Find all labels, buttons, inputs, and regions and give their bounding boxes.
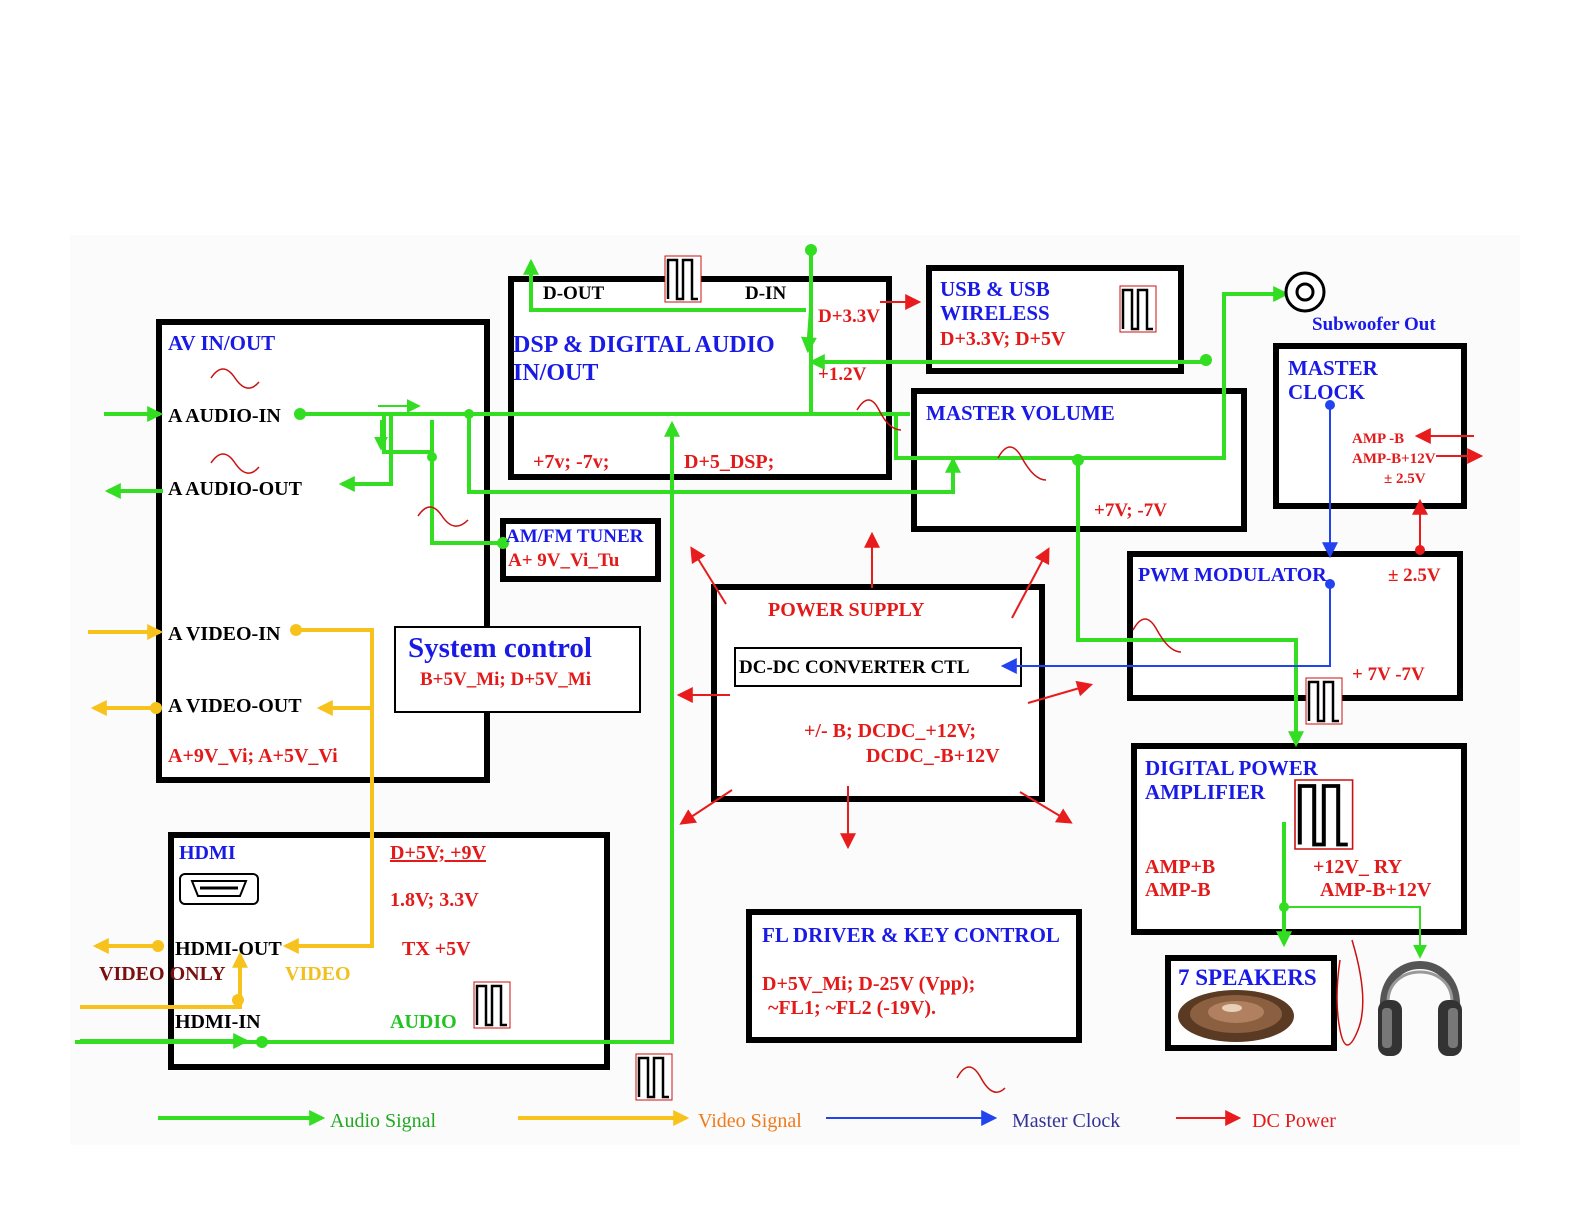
hdmi-power3: TX +5V	[402, 938, 471, 960]
square-wave-icon	[663, 254, 703, 304]
video-only-label: VIDEO ONLY	[99, 963, 226, 985]
dcdc-box	[734, 647, 1022, 687]
speakers-title: 7 SPEAKERS	[1178, 965, 1317, 990]
subwoofer-jack-icon	[1284, 271, 1326, 313]
square-wave-icon	[634, 1052, 674, 1102]
legend-clock: Master Clock	[1012, 1110, 1120, 1132]
clock-amp-b12: AMP-B+12V	[1352, 451, 1436, 467]
master-clock-block	[1273, 343, 1467, 509]
hdmi-in-label: HDMI-IN	[175, 1011, 261, 1033]
pwm-v25: ± 2.5V	[1388, 565, 1441, 586]
clock-amp-b: AMP -B	[1352, 431, 1404, 447]
d-out-label: D-OUT	[543, 283, 605, 304]
dpa-amp-b12: AMP-B+12V	[1320, 879, 1432, 901]
hdmi-port-icon	[179, 873, 259, 905]
sysctl-title: System control	[408, 632, 592, 664]
audio-label: AUDIO	[390, 1011, 457, 1033]
square-wave-icon	[1118, 284, 1158, 334]
system-control-block	[394, 626, 641, 713]
fl-driver-block	[746, 909, 1082, 1043]
legend: Audio Signal Video Signal Master Clock D…	[158, 1110, 1336, 1132]
video-in-label: A VIDEO-IN	[168, 623, 281, 645]
pwm-title: PWM MODULATOR	[1138, 564, 1327, 586]
audio-lines	[75, 244, 1427, 1049]
hdmi-title: HDMI	[179, 842, 236, 864]
hdmi-power2: 1.8V; 3.3V	[390, 889, 479, 911]
dcdc-label: DC-DC CONVERTER CTL	[739, 657, 970, 678]
legend-dc: DC Power	[1252, 1110, 1336, 1132]
psu-line1: +/- B; DCDC_+12V;	[804, 720, 976, 742]
legend-audio: Audio Signal	[330, 1110, 437, 1132]
audio-out-label: A AUDIO-OUT	[168, 478, 303, 500]
tuner-power: A+ 9V_Vi_Tu	[508, 550, 620, 571]
legend-video: Video Signal	[698, 1110, 802, 1132]
psu-title: POWER SUPPLY	[768, 599, 925, 621]
clock-v25: ± 2.5V	[1384, 471, 1426, 487]
psu-line2: DCDC_-B+12V	[866, 745, 1000, 767]
hdmi-power1: D+5V; +9V	[390, 842, 487, 864]
dsp-v12: +1.2V	[818, 364, 867, 385]
audio-in-label: A AUDIO-IN	[168, 405, 281, 427]
square-wave-icon	[1304, 676, 1344, 726]
volume-power: +7V; -7V	[1094, 500, 1167, 521]
dpa-title: DIGITAL POWER	[1145, 756, 1319, 780]
usb-title: USB & USB	[940, 277, 1050, 301]
headphones-icon	[1378, 961, 1462, 1056]
clock-title: MASTER	[1288, 356, 1379, 380]
video-label: VIDEO	[285, 963, 351, 985]
dsp-v5: D+5_DSP;	[684, 451, 774, 473]
usb-power: D+3.3V; D+5V	[940, 328, 1066, 350]
fl-line2: ~FL1; ~FL2 (-19V).	[768, 997, 936, 1019]
d-in-label: D-IN	[745, 283, 786, 304]
dsp-v33: D+3.3V	[818, 306, 880, 327]
fl-line1: D+5V_Mi; D-25V (Vpp);	[762, 973, 975, 995]
power-supply-block	[711, 584, 1045, 802]
av-power: A+9V_Vi; A+5V_Vi	[168, 745, 338, 767]
video-lines	[80, 624, 374, 1009]
usb-title-2: WIRELESS	[940, 301, 1050, 325]
clock-lines	[1000, 400, 1338, 674]
hdmi-out-label: HDMI-OUT	[175, 938, 282, 960]
subwoofer-label: Subwoofer Out	[1312, 314, 1436, 335]
video-out-label: A VIDEO-OUT	[168, 695, 302, 717]
pwm-v7: + 7V -7V	[1352, 664, 1425, 685]
dpa-title-2: AMPLIFIER	[1145, 780, 1266, 804]
dpa-ry: +12V_ RY	[1313, 856, 1403, 878]
square-wave-icon	[1295, 780, 1353, 849]
dsp-v7: +7v; -7v;	[533, 451, 609, 473]
dsp-title: DSP & DIGITAL AUDIO	[513, 332, 775, 358]
speaker-icon	[1178, 990, 1294, 1042]
dpa-amp-mb: AMP-B	[1145, 879, 1211, 901]
tuner-title: AM/FM TUNER	[506, 526, 644, 547]
sine-wave-icon	[210, 368, 1364, 1093]
dc-lines	[676, 294, 1484, 850]
clock-title-2: CLOCK	[1288, 380, 1366, 404]
dpa-amp-pb: AMP+B	[1145, 856, 1215, 878]
av-title: AV IN/OUT	[168, 331, 275, 355]
sysctl-power: B+5V_Mi; D+5V_Mi	[420, 669, 591, 690]
dsp-title-2: IN/OUT	[513, 360, 598, 386]
fl-title: FL DRIVER & KEY CONTROL	[762, 923, 1060, 947]
tuner-block	[500, 518, 661, 582]
square-wave-icon	[472, 980, 512, 1030]
volume-title: MASTER VOLUME	[926, 401, 1115, 425]
